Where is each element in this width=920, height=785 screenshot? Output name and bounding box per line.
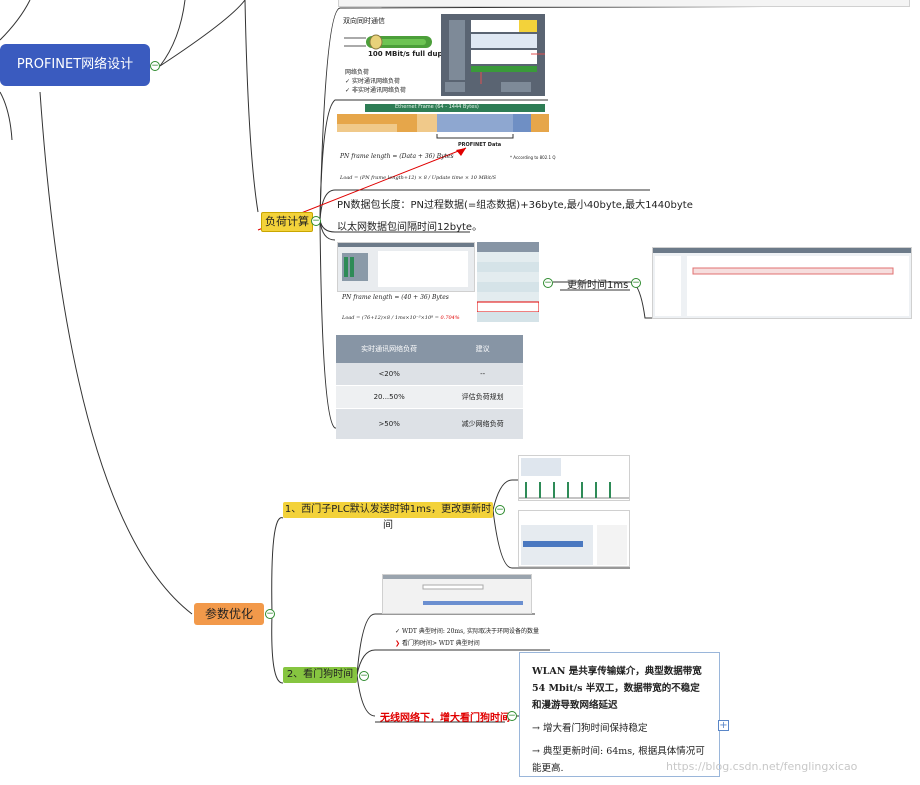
wdt-item: ✓ WDT 典型时间: 20ms, 实际取决于环网设备的数量 [395,628,539,635]
table-row: >50% 减少网络负荷 [336,408,523,440]
formula-pn-frame: PN frame length = (Data + 36) Bytes [340,153,454,160]
opt1-node[interactable]: 1、西门子PLC默认发送时钟1ms，更改更新时间 [283,502,493,531]
formula-load: Load = (PN frame length+12) × 8 / Update… [340,175,497,181]
send-clock-chart-thumbnail [518,455,630,501]
table-header: 实时通讯网络负荷 [336,335,443,363]
note-paragraph: WLAN 是共享传输媒介，典型数据带宽 54 Mbit/s 半双工，数据带宽的不… [532,666,702,711]
collapse-toggle-icon[interactable]: − [543,278,553,288]
collapse-toggle-icon[interactable]: − [265,609,275,619]
update-time-config-thumbnail [518,510,630,567]
architecture-diagram [441,14,545,96]
collapse-toggle-icon[interactable]: − [631,278,641,288]
duplex-caption: 100 MBit/s full duplex [368,50,455,58]
root-node[interactable]: PROFINET网络设计 [0,44,150,86]
wlan-note-card: WLAN 是共享传输媒介，典型数据带宽 54 Mbit/s 半双工，数据带宽的不… [519,652,720,777]
formula-example: PN frame length = (40 + 36) Bytes [342,294,449,301]
duplex-cable-image [342,30,432,64]
table-row: 20...50% 评估负荷规划 [336,385,523,409]
ethernet-frame-diagram [337,104,549,152]
tia-portal-screenshot [337,242,475,292]
net-load-item: ✓ 非实时通讯网络负荷 [345,87,406,94]
update-time-label: 更新时间1ms [567,280,629,291]
table-header: 建议 [442,335,523,363]
profinet-data-label: PROFINET Data [458,142,502,148]
update-time-screenshot [652,247,912,319]
watchdog-config-thumbnail [382,574,532,614]
table-row: <20% -- [336,363,523,386]
opt2-node[interactable]: 2、看门狗时间 [283,667,357,683]
collapse-toggle-icon[interactable]: − [495,505,505,515]
formula-load-example: Load = (76+12)×8 / 1ms×10⁻³×10⁸ = 0.704% [342,315,460,321]
collapse-toggle-icon[interactable]: − [150,61,160,71]
config-table-thumbnail [476,242,540,322]
wdt-item: ❯ 看门狗时间> WDT 典型时间 [395,640,480,647]
top-screenshot-thumbnail [338,0,910,7]
collapse-toggle-icon[interactable]: − [311,216,321,226]
duplex-title: 双向同时通信 [343,17,385,25]
load-recommendation-table: 实时通讯网络负荷 建议 <20% -- 20...50% 评估负荷规划 >50%… [336,335,523,440]
collapse-toggle-icon[interactable]: − [507,711,517,721]
param-opt-node[interactable]: 参数优化 [194,603,264,625]
note-item: → 增大看门狗时间保持稳定 [532,723,648,734]
expand-plus-icon[interactable]: + [718,720,729,731]
pn-length-text: PN数据包长度：PN过程数据(=组态数据)+36byte,最小40byte,最大… [337,200,693,211]
watermark: https://blog.csdn.net/fenglingxicao [666,760,858,773]
load-calc-node[interactable]: 负荷计算 [261,212,313,232]
net-load-item: ✓ 实时通讯网络负荷 [345,78,400,85]
net-load-title: 网络负荷 [345,69,370,76]
collapse-toggle-icon[interactable]: − [359,671,369,681]
note-item: → 典型更新时间: 64ms, 根据具体情况可能更高. [532,746,705,774]
according-note: * According to 802.1 Q [510,155,556,160]
interval-text: 以太网数据包间隔时间12byte。 [337,222,483,233]
ethernet-frame-header: Ethernet Frame (64 - 1444 Bytes) [395,104,479,110]
wireless-watchdog-label: 无线网络下，增大看门狗时间 [380,713,510,724]
